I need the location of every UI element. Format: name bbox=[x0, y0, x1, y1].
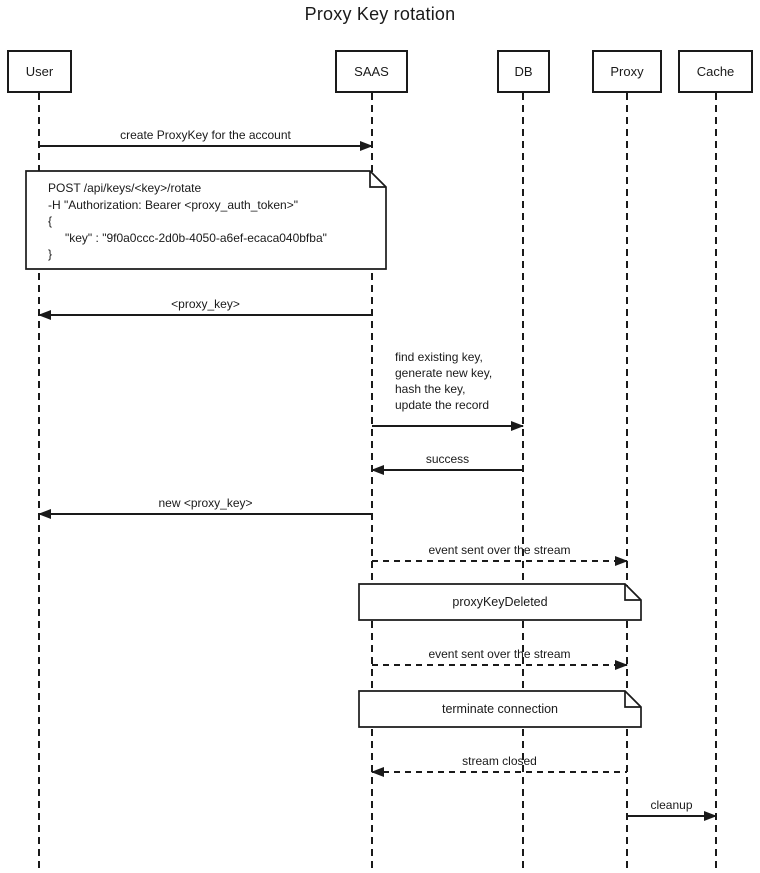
note-shape bbox=[25, 170, 387, 270]
actor-proxy-label: Proxy bbox=[610, 64, 644, 79]
lifeline-saas bbox=[371, 93, 373, 873]
note-line: } bbox=[48, 247, 53, 261]
note-text: POST /api/keys/<key>/rotate -H "Authoriz… bbox=[48, 180, 327, 263]
message-line bbox=[39, 314, 372, 316]
note-proxykeydeleted: proxyKeyDeleted bbox=[358, 583, 642, 621]
message-label: event sent over the stream bbox=[428, 543, 571, 557]
message-label-line: update the record bbox=[395, 398, 490, 412]
actor-cache: Cache bbox=[678, 50, 753, 93]
arrowhead-left-icon bbox=[371, 465, 384, 475]
arrowhead-right-icon bbox=[615, 556, 628, 566]
note-line: POST /api/keys/<key>/rotate bbox=[48, 181, 202, 195]
arrowhead-right-icon bbox=[704, 811, 717, 821]
arrowhead-right-icon bbox=[615, 660, 628, 670]
actor-cache-label: Cache bbox=[696, 64, 735, 79]
note-fold-icon bbox=[369, 171, 386, 188]
message-line bbox=[372, 560, 627, 562]
note-shape bbox=[358, 583, 642, 621]
message-line bbox=[39, 145, 372, 147]
lifeline-cache bbox=[715, 93, 717, 873]
actor-saas: SAAS bbox=[335, 50, 408, 93]
note-fold-icon bbox=[624, 584, 641, 601]
arrowhead-left-icon bbox=[38, 310, 51, 320]
message-line bbox=[627, 815, 716, 817]
message-label: create ProxyKey for the account bbox=[120, 128, 291, 142]
note-terminate-connection: terminate connection bbox=[358, 690, 642, 728]
message-line bbox=[372, 664, 627, 666]
note-line: -H "Authorization: Bearer <proxy_auth_to… bbox=[48, 197, 298, 212]
note-rotate-request: POST /api/keys/<key>/rotate -H "Authoriz… bbox=[25, 170, 387, 270]
message-label: success bbox=[425, 452, 470, 466]
lifeline-proxy bbox=[626, 93, 628, 873]
actor-saas-label: SAAS bbox=[354, 64, 389, 79]
note-text: terminate connection bbox=[441, 702, 559, 716]
message-label: new <proxy_key> bbox=[158, 496, 253, 510]
note-fold-icon bbox=[624, 691, 641, 708]
message-label: find existing key, generate new key, has… bbox=[395, 349, 492, 413]
message-label-line: hash the key, bbox=[395, 382, 466, 396]
message-label-line: find existing key, bbox=[395, 350, 483, 364]
lifeline-user bbox=[38, 93, 40, 873]
diagram-title: Proxy Key rotation bbox=[304, 4, 456, 24]
actor-user-label: User bbox=[25, 64, 54, 79]
note-shape bbox=[358, 690, 642, 728]
arrowhead-left-icon bbox=[371, 767, 384, 777]
actor-db: DB bbox=[497, 50, 550, 93]
message-label: event sent over the stream bbox=[428, 647, 571, 661]
note-text: proxyKeyDeleted bbox=[452, 595, 548, 609]
message-label-line: generate new key, bbox=[395, 366, 493, 380]
note-line: "key" : "9f0a0ccc-2d0b-4050-a6ef-ecaca04… bbox=[65, 230, 327, 245]
message-label: stream closed bbox=[462, 754, 537, 768]
actor-proxy: Proxy bbox=[592, 50, 662, 93]
arrowhead-right-icon bbox=[511, 421, 524, 431]
arrowhead-right-icon bbox=[360, 141, 373, 151]
note-line: { bbox=[48, 214, 53, 228]
message-label: cleanup bbox=[650, 798, 693, 812]
actor-db-label: DB bbox=[514, 64, 533, 79]
message-line bbox=[39, 513, 372, 515]
message-line bbox=[372, 771, 627, 773]
lifeline-db bbox=[522, 93, 524, 873]
actor-user: User bbox=[7, 50, 72, 93]
message-line bbox=[372, 425, 523, 427]
message-line bbox=[372, 469, 523, 471]
message-label: <proxy_key> bbox=[171, 297, 240, 311]
arrowhead-left-icon bbox=[38, 509, 51, 519]
